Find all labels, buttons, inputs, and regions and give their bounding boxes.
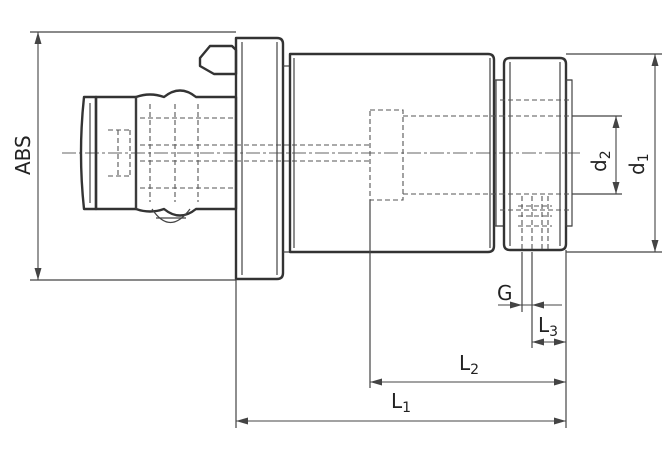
collet-nut bbox=[494, 56, 573, 252]
l3-label: L3 bbox=[538, 313, 558, 340]
l2-dimension bbox=[369, 200, 567, 388]
flange bbox=[234, 36, 290, 281]
l2-label: L2 bbox=[459, 351, 479, 378]
d1-dimension bbox=[566, 53, 662, 253]
abs-label: ABS bbox=[11, 135, 35, 175]
l1-label: L1 bbox=[391, 389, 411, 416]
drive-key bbox=[198, 44, 238, 76]
d1-label: d1 bbox=[625, 153, 652, 175]
g-dimension bbox=[498, 252, 562, 312]
shank bbox=[79, 89, 370, 224]
g-label: G bbox=[497, 281, 513, 305]
l3-dimension bbox=[531, 250, 567, 348]
d2-label: d2 bbox=[587, 150, 614, 172]
d2-dimension bbox=[572, 115, 622, 195]
l1-dimension bbox=[235, 279, 567, 428]
abs-dimension bbox=[30, 31, 236, 281]
body bbox=[288, 52, 500, 254]
